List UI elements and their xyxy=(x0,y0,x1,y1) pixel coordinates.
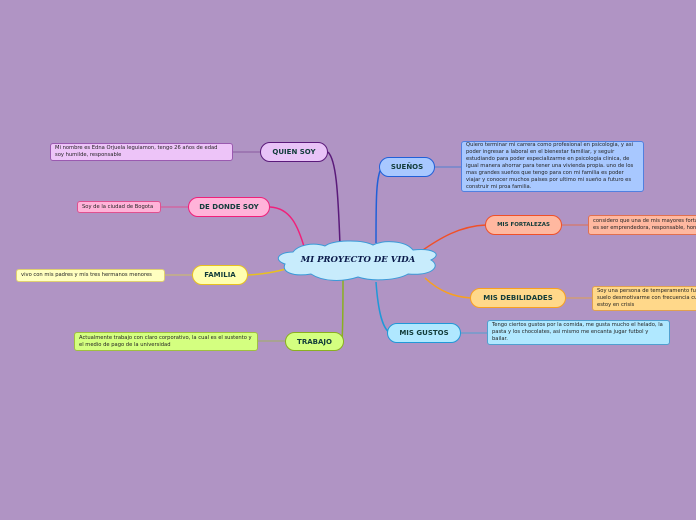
debilidades-topic[interactable]: MIS DEBILIDADES xyxy=(470,288,566,308)
suenos-note[interactable]: Quiero terminar mi carrera como profesio… xyxy=(461,141,644,192)
gustos-topic[interactable]: MIS GUSTOS xyxy=(387,323,461,343)
fortalezas-topic[interactable]: MIS FORTALEZAS xyxy=(485,215,562,235)
familia-topic[interactable]: FAMILIA xyxy=(192,265,248,285)
trabajo-topic[interactable]: TRABAJO xyxy=(285,332,344,351)
suenos-topic[interactable]: SUEÑOS xyxy=(379,157,435,177)
connector-debilidades xyxy=(424,277,472,299)
connector-de-donde-soy xyxy=(269,206,306,251)
familia-note[interactable]: vivo con mis padres y mis tres hermanos … xyxy=(16,269,165,282)
de-donde-soy-topic[interactable]: DE DONDE SOY xyxy=(188,197,270,217)
de-donde-soy-note[interactable]: Soy de la ciudad de Bogota xyxy=(77,201,161,213)
debilidades-note[interactable]: Soy una persona de temperamento fuerte y… xyxy=(592,286,696,311)
connector-gustos xyxy=(375,281,391,334)
gustos-note[interactable]: Tengo ciertos gustos por la comida, me g… xyxy=(487,320,670,345)
quien-soy-topic[interactable]: QUIEN SOY xyxy=(260,142,328,162)
connector-fortalezas xyxy=(419,224,487,253)
connector-quien-soy xyxy=(327,151,341,246)
quien-soy-note[interactable]: Mi nombre es Edna Orjuela leguiamon, ten… xyxy=(50,143,233,161)
fortalezas-note[interactable]: considero que una de mis mayores fortale… xyxy=(588,215,696,235)
connector-suenos xyxy=(375,166,383,244)
connector-trabajo xyxy=(341,279,344,342)
trabajo-note[interactable]: Actualmente trabajo con claro corporativ… xyxy=(74,332,258,351)
central-title: MI PROYECTO DE VIDA xyxy=(300,255,416,265)
central-cloud[interactable] xyxy=(273,240,443,284)
